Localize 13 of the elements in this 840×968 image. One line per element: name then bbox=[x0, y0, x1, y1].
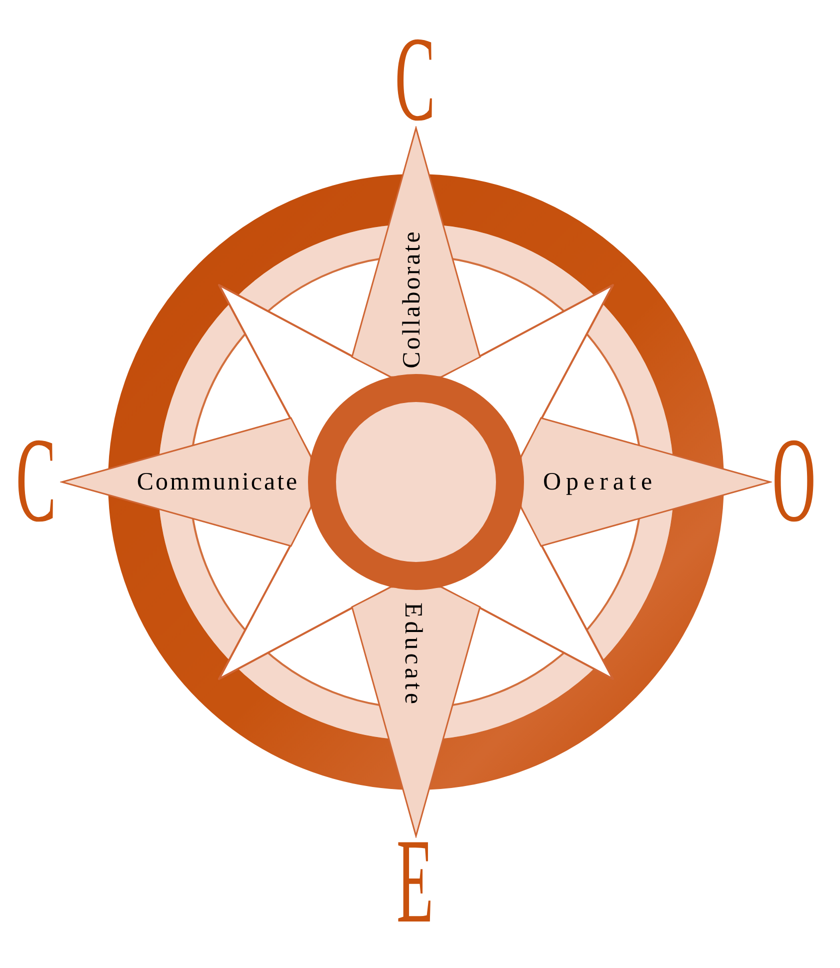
point-label: Operate bbox=[542, 468, 658, 498]
compass-letter: C bbox=[16, 438, 56, 524]
compass-point bbox=[60, 416, 313, 548]
point-label: Educate bbox=[398, 602, 426, 708]
compass-point bbox=[519, 416, 772, 548]
compass-point bbox=[350, 585, 482, 838]
point-label: Communicate bbox=[136, 468, 300, 498]
compass-letter: O bbox=[772, 438, 816, 524]
center-hub bbox=[307, 373, 525, 591]
compass-letter: C bbox=[394, 38, 436, 122]
compass-letter: E bbox=[396, 840, 434, 924]
point-label: Collaborate bbox=[398, 230, 427, 368]
compass-point bbox=[350, 126, 482, 379]
